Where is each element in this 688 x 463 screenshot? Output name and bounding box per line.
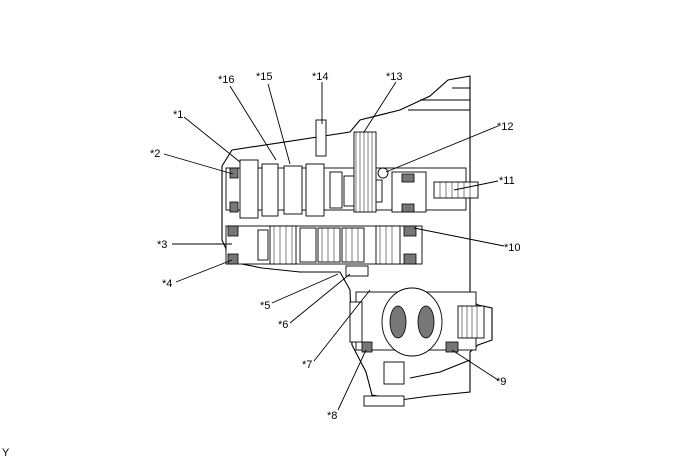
bearing-lower-right — [401, 203, 415, 213]
output-gear-teeth — [273, 226, 393, 264]
output-gear-2 — [269, 225, 297, 265]
callout-15: *15 — [256, 71, 273, 83]
callout-2: *2 — [150, 148, 160, 160]
output-bearing-lower — [227, 253, 239, 265]
bearing-upper-right — [401, 173, 415, 183]
input-gear-5 — [329, 171, 343, 209]
large-drive-gear — [353, 131, 377, 213]
callout-8: *8 — [327, 410, 337, 422]
side-gear-left — [389, 305, 407, 339]
callout-11: *11 — [499, 175, 515, 187]
output-gear-1 — [257, 229, 269, 261]
input-shaft — [225, 159, 479, 219]
bearing-upper-left — [229, 167, 239, 179]
callout-labels: *1 *2 *3 *4 *5 *6 *7 *8 *9 *10 *11 *12 *… — [150, 71, 521, 422]
diff-spline-right — [461, 306, 478, 338]
bearing-lower-left — [229, 201, 239, 213]
callout-5: *5 — [260, 300, 270, 312]
callout-16: *16 — [218, 74, 235, 86]
callout-3: *3 — [157, 239, 167, 251]
output-bearing-upper — [227, 225, 239, 237]
oil-seal — [377, 167, 389, 179]
callout-leaders — [163, 81, 505, 411]
diff-bearing-right — [445, 341, 459, 353]
callout-7: *7 — [302, 359, 312, 371]
differential-case — [381, 287, 443, 357]
output-bearing-right-lower — [403, 253, 417, 265]
callout-14: *14 — [312, 71, 329, 83]
callout-13: *13 — [386, 71, 403, 83]
callout-4: *4 — [162, 278, 172, 290]
output-gear-3 — [299, 227, 317, 263]
shift-rod — [315, 119, 327, 157]
input-gear-1 — [239, 159, 259, 219]
differential-assembly — [349, 287, 485, 357]
output-spline — [439, 182, 471, 198]
diff-bearing-left — [361, 341, 373, 353]
input-gear-3 — [283, 165, 303, 215]
callout-12: *12 — [497, 121, 514, 133]
output-gear-6 — [375, 225, 401, 265]
drain-plug — [383, 361, 405, 385]
output-bearing-right-upper — [403, 225, 417, 237]
input-gear-2 — [261, 163, 279, 217]
callout-9: *9 — [496, 376, 506, 388]
diff-flange-right — [457, 305, 485, 339]
callout-1: *1 — [173, 109, 183, 121]
output-shaft — [225, 225, 423, 277]
side-gear-right — [417, 305, 435, 339]
corner-mark: Y — [2, 447, 10, 459]
shim-collar — [345, 265, 369, 277]
bottom-bolt — [363, 395, 405, 407]
callout-6: *6 — [278, 319, 288, 331]
input-gear-4 — [305, 163, 325, 217]
output-gear-4 — [317, 227, 341, 263]
output-gear-5 — [341, 227, 365, 263]
callout-10: *10 — [504, 242, 521, 254]
